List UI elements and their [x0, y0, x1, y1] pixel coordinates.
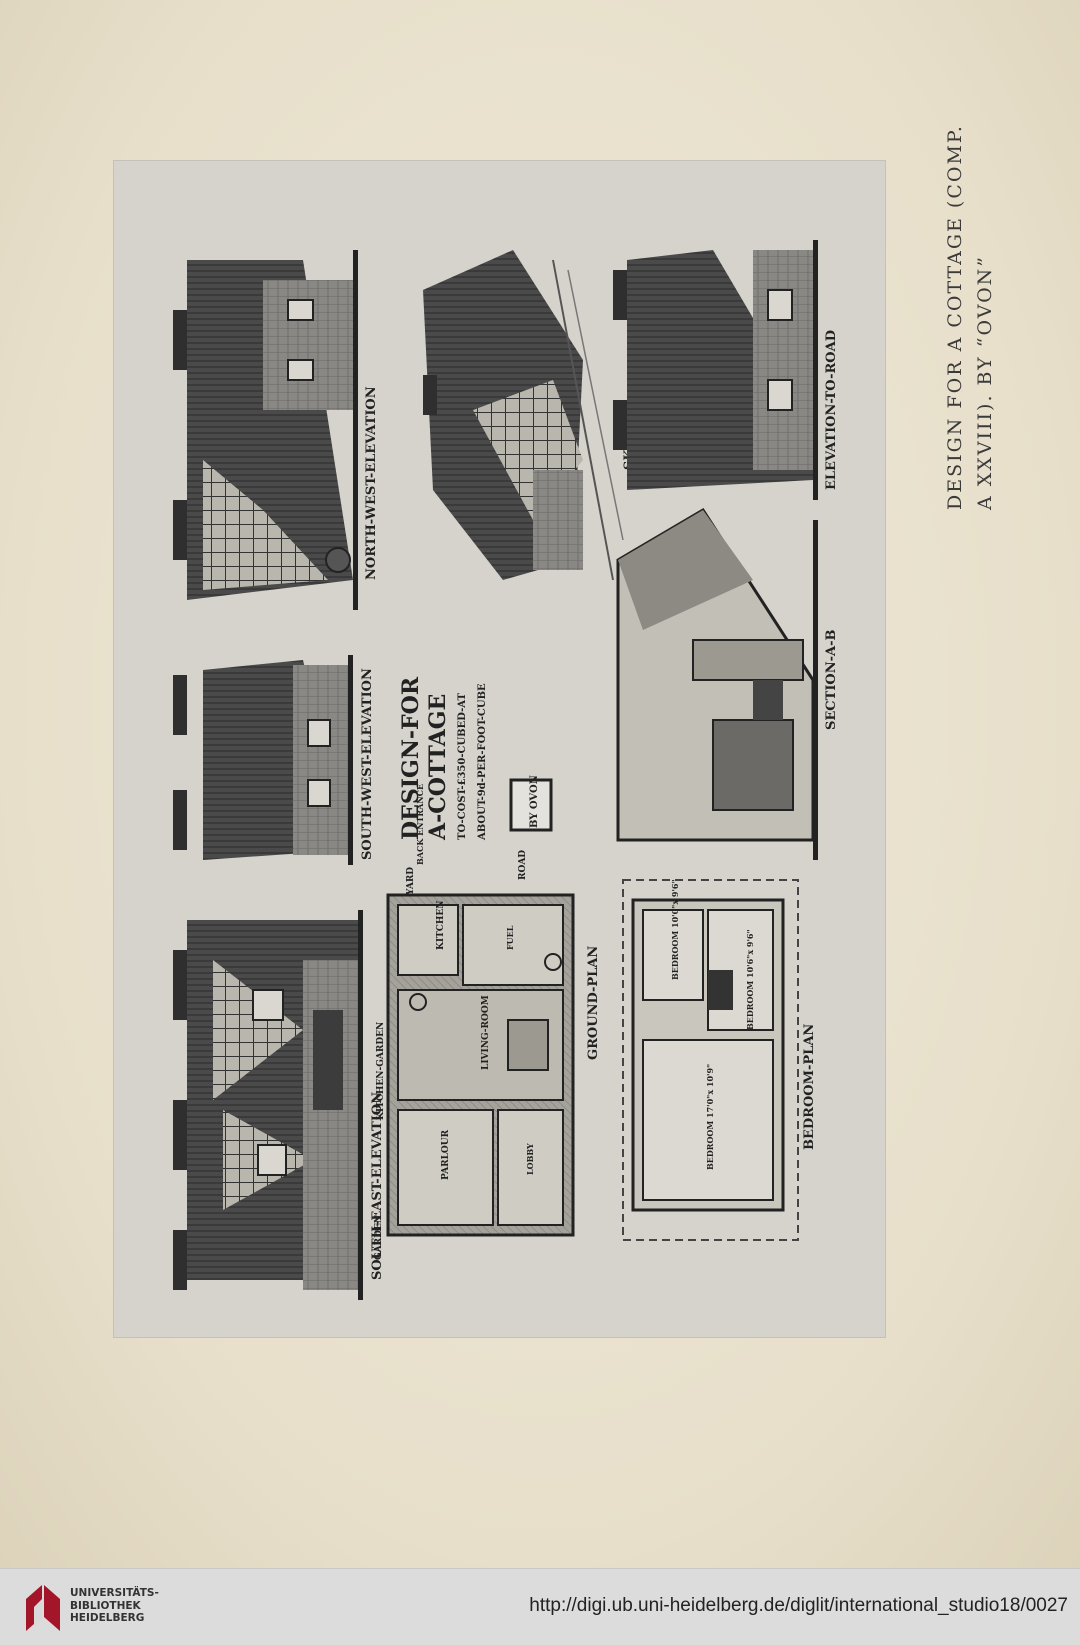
south-east-elevation: SOUTH-EAST-ELEVATION — [173, 910, 385, 1300]
fuel-label: FUEL — [505, 925, 515, 950]
caption-line-2: A XXVIII). BY “OVON” — [974, 254, 996, 510]
library-footer: UNIVERSITÄTS- BIBLIOTHEK HEIDELBERG http… — [0, 1568, 1080, 1645]
plate-caption: DESIGN FOR A COTTAGE (COMP. A XXVIII). B… — [940, 0, 1000, 510]
architectural-plate: SOUTH-EAST-ELEVATION SOUTH-WEST-ELEVATIO… — [113, 160, 886, 1338]
ground-plan: KITCHEN PARLOUR LIVING-ROOM LOBBY FUEL K… — [374, 784, 601, 1260]
parlour-label: PARLOUR — [441, 1129, 451, 1180]
library-logo-icon — [26, 1585, 60, 1631]
south-east-elevation-label: SOUTH-EAST-ELEVATION — [370, 1092, 385, 1280]
plate-title-line1: DESIGN-FOR — [398, 676, 424, 840]
kitchen-garden-label: KITCHEN-GARDEN — [376, 1022, 386, 1120]
plate-subtitle-line2: ABOUT-9d-PER-FOOT-CUBE — [477, 683, 488, 841]
back-entrance-label: BACK ENTRANCE — [415, 784, 425, 865]
bedroom-c-label: BEDROOM 10'6"x 9'6" — [745, 929, 755, 1030]
bedroom-plan: BEDROOM 10'0"x 9'6" BEDROOM 17'0"x 10'9"… — [622, 879, 817, 1241]
library-name: UNIVERSITÄTS- BIBLIOTHEK HEIDELBERG — [70, 1587, 159, 1625]
caption-line-1: DESIGN FOR A COTTAGE (COMP. — [944, 124, 966, 510]
plate-title-line2: A-COTTAGE — [425, 694, 451, 841]
elevation-to-road-label: ELEVATION-TO-ROAD — [824, 330, 839, 490]
monogram: BY OVON — [529, 775, 540, 828]
library-name-line3: HEIDELBERG — [70, 1612, 145, 1624]
bedroom-a-label: BEDROOM 10'0"x 9'6" — [670, 879, 680, 980]
bedroom-b-label: BEDROOM 17'0"x 10'9" — [705, 1064, 715, 1170]
perspective-sketch: SKETCH — [423, 250, 637, 581]
plate-subtitle-line1: TO-COST-£350-CUBED-AT — [457, 693, 468, 840]
yard-label: YARD — [406, 867, 416, 896]
lobby-label: LOBBY — [525, 1143, 535, 1175]
road-label: ROAD — [518, 850, 528, 880]
north-west-elevation-label: NORTH-WEST-ELEVATION — [364, 386, 379, 580]
library-name-line2: BIBLIOTHEK — [70, 1599, 141, 1612]
north-west-elevation: NORTH-WEST-ELEVATION — [173, 250, 379, 610]
source-url-link[interactable]: http://digi.ub.uni-heidelberg.de/diglit/… — [529, 1595, 1068, 1616]
title-block: DESIGN-FOR A-COTTAGE TO-COST-£350-CUBED-… — [398, 676, 553, 841]
south-west-elevation: SOUTH-WEST-ELEVATION — [173, 655, 375, 865]
living-room-label: LIVING-ROOM — [481, 995, 491, 1070]
section-a-b: SECTION-A-B — [616, 507, 839, 860]
ground-plan-label: GROUND-PLAN — [586, 946, 601, 1060]
garden-label: GARDEN — [374, 1215, 384, 1260]
plate-drawing: SOUTH-EAST-ELEVATION SOUTH-WEST-ELEVATIO… — [173, 240, 839, 1300]
bedroom-plan-label: BEDROOM-PLAN — [802, 1024, 817, 1150]
elevation-to-road: ELEVATION-TO-ROAD — [613, 240, 839, 500]
south-west-elevation-label: SOUTH-WEST-ELEVATION — [360, 668, 375, 860]
book-page: SOUTH-EAST-ELEVATION SOUTH-WEST-ELEVATIO… — [0, 0, 1080, 1568]
library-name-line1: UNIVERSITÄTS- — [70, 1587, 159, 1599]
kitchen-label: KITCHEN — [436, 901, 446, 950]
section-label: SECTION-A-B — [824, 630, 839, 730]
